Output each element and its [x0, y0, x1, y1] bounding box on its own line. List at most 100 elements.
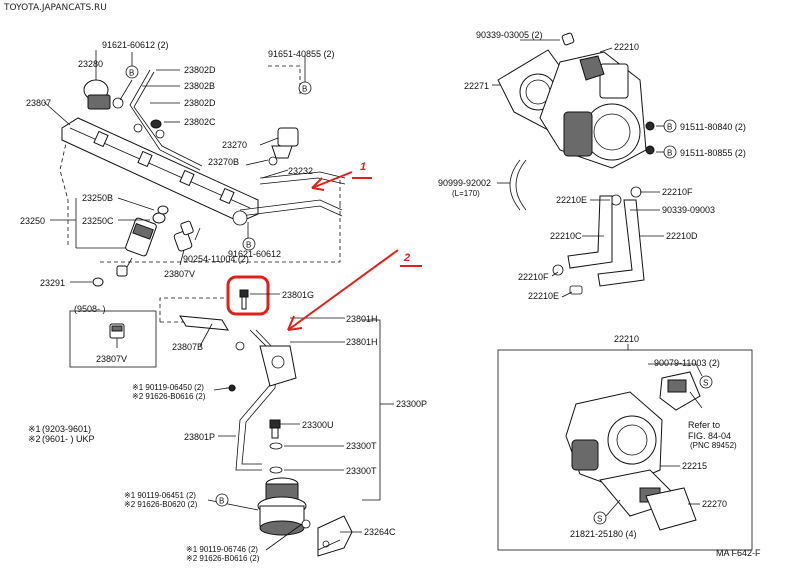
vacuum-hose-2	[259, 177, 346, 185]
svg-text:B: B	[667, 149, 672, 158]
svg-text:B: B	[246, 241, 251, 250]
red-arrow-1: 1	[311, 161, 372, 191]
label-23280: 23280	[78, 59, 103, 69]
bolt-23801g	[239, 289, 249, 310]
inset-part: 23807V	[96, 354, 127, 364]
gasket	[133, 123, 143, 133]
label-23250: 23250	[20, 216, 45, 226]
circle-b-marker: B	[125, 65, 139, 79]
legend-range-2: (9601- ) UKP	[42, 434, 95, 444]
callout-2: 2	[403, 252, 410, 264]
label-22210e-2: 22210E	[528, 291, 559, 301]
label-90339-09003: 90339-09003	[662, 205, 715, 215]
label-23807b: 23807B	[172, 342, 203, 352]
circle-s-marker: S	[593, 511, 607, 525]
legend-range-1: (9203-9601)	[42, 424, 91, 434]
label-90079-11003: 90079-11003 (2)	[654, 358, 720, 368]
refer-line-1: Refer to	[688, 420, 720, 430]
refer-line-2: FIG. 84-04	[688, 431, 731, 441]
legend-mark-2: ※2	[28, 434, 41, 444]
label-90119-06451: ※1 90119-06451 (2)	[124, 491, 196, 500]
svg-text:B: B	[302, 85, 307, 94]
label-91621-60612-bot: 91621-60612	[228, 249, 281, 259]
hose-clip	[552, 264, 564, 276]
hose-clip	[569, 285, 583, 295]
throttle-position-sensor	[659, 371, 701, 411]
svg-text:S: S	[597, 515, 602, 524]
svg-text:B: B	[219, 497, 224, 506]
fuel-pressure-regulator	[257, 477, 307, 536]
label-23300t-1: 23300T	[346, 441, 377, 451]
bolt	[645, 121, 655, 131]
hose-clip	[630, 186, 642, 198]
label-90254-11004: 90254-11004 (2)	[183, 254, 249, 264]
label-91621-60612-top: 91621-60612 (2)	[102, 40, 169, 50]
inset-range: (9508- )	[74, 304, 106, 314]
highlight-marker	[226, 275, 270, 316]
union	[271, 355, 285, 369]
fuel-pipe	[129, 69, 201, 171]
gasket	[235, 341, 245, 351]
circle-b-marker: B	[663, 145, 677, 159]
label-91511-80855: 91511-80855 (2)	[680, 148, 746, 158]
label-23250c: 23250C	[82, 216, 114, 226]
label-90119-06746: ※1 90119-06746 (2)	[186, 545, 258, 554]
label-22210e-1: 22210E	[556, 195, 587, 205]
label-90119-06450: ※1 90119-06450 (2)	[132, 383, 204, 392]
circle-b-marker: B	[298, 81, 312, 95]
gasket-22270	[645, 487, 697, 531]
label-23801h-2: 23801H	[346, 337, 378, 347]
fuel-delivery-pipe	[61, 117, 259, 223]
label-23801g: 23801G	[282, 290, 314, 300]
label-22210f-2: 22210F	[518, 272, 549, 282]
label-22271: 22271	[464, 81, 489, 91]
label-23291: 23291	[40, 278, 65, 288]
label-90999-92002: 90999-92002	[438, 178, 491, 188]
pressure-regulator	[268, 127, 299, 166]
label-22210d: 22210D	[666, 231, 698, 241]
fuel-pipe-inner	[133, 71, 203, 167]
label-91626-b0620: ※2 91626-B0620 (2)	[124, 500, 198, 509]
label-length: (L=170)	[452, 189, 480, 198]
circle-b-marker: B	[663, 119, 677, 133]
label-23232: 23232	[288, 166, 313, 176]
water-hose-22210c	[567, 195, 613, 269]
label-90339-03005: 90339-03005 (2)	[476, 30, 543, 40]
red-arrow-2: 2	[287, 249, 422, 331]
callout-1: 1	[360, 161, 366, 173]
svg-text:B: B	[667, 123, 672, 132]
label-23807: 23807	[26, 98, 51, 108]
label-22210-top: 22210	[614, 42, 639, 52]
label-23802c: 23802C	[184, 117, 216, 127]
fuel-hose-23807b	[179, 315, 229, 331]
leader-lines	[43, 50, 362, 551]
throttle-body-assy-box: 22210	[497, 334, 753, 551]
label-23300u: 23300U	[302, 420, 334, 430]
label-91626-b0616b: ※2 91626-B0616 (2)	[186, 554, 260, 563]
label-22210c: 22210C	[550, 231, 582, 241]
label-23300p: 23300P	[396, 399, 427, 409]
collar	[232, 210, 248, 226]
hose-90999	[509, 159, 521, 211]
bolt-head	[301, 519, 311, 529]
label-22210-box: 22210	[614, 334, 639, 344]
label-23264c: 23264C	[364, 527, 396, 537]
vacuum-hose	[259, 171, 346, 179]
pulsation-damper	[83, 79, 124, 110]
label-23807v: 23807V	[164, 269, 195, 279]
gasket	[269, 442, 283, 450]
bolt	[645, 145, 655, 155]
label-23802d-2: 23802D	[184, 98, 216, 108]
svg-text:S: S	[703, 379, 708, 388]
legend-mark-1: ※1	[28, 424, 41, 434]
label-23300t-2: 23300T	[346, 466, 377, 476]
figure-code: MA F642-F	[716, 548, 761, 558]
seal-ring	[92, 277, 104, 287]
union-bolt	[150, 119, 162, 129]
gasket	[269, 466, 283, 474]
group-boundary-dashed	[59, 65, 341, 263]
fuel-injector	[116, 217, 157, 277]
label-22270: 22270	[702, 499, 727, 509]
